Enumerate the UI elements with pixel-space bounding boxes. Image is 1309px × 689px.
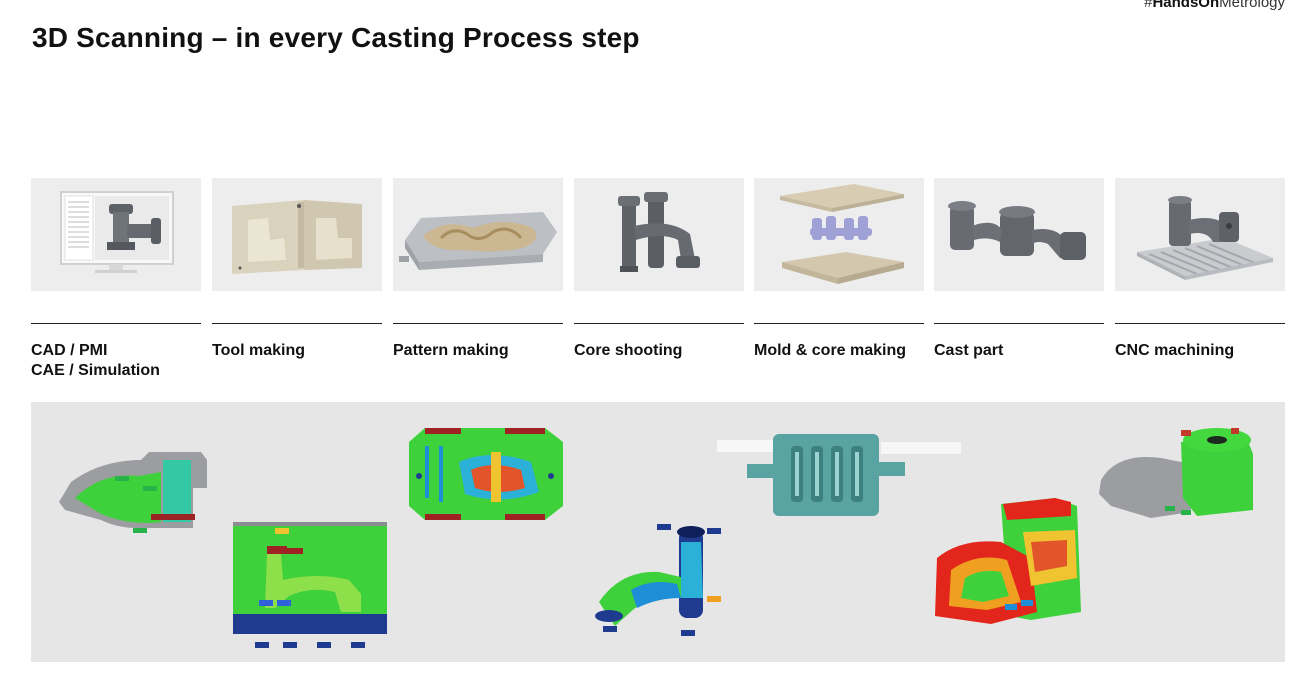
deviation-map-cast-part-image bbox=[935, 498, 1081, 624]
divider bbox=[31, 323, 201, 324]
process-step-core-shooting: Core shooting bbox=[574, 178, 744, 361]
step-label: Core shooting bbox=[574, 342, 683, 359]
process-step-tool-making: Tool making bbox=[212, 178, 382, 361]
process-step-pattern-making: Pattern making bbox=[393, 178, 563, 361]
deviation-map-pattern-image bbox=[409, 428, 563, 520]
tool-mold-icon bbox=[212, 178, 382, 291]
divider bbox=[754, 323, 924, 324]
process-step-cad: CAD / PMI CAE / Simulation bbox=[31, 178, 201, 381]
divider bbox=[1115, 323, 1285, 324]
core-icon bbox=[574, 178, 744, 291]
cnc-fixture-icon bbox=[1115, 178, 1285, 291]
step-label: Cast part bbox=[934, 342, 1004, 359]
process-step-cnc-machining: CNC machining bbox=[1115, 178, 1285, 361]
page-title: 3D Scanning – in every Casting Process s… bbox=[32, 22, 640, 53]
deviation-map-cnc-image bbox=[1099, 428, 1253, 518]
divider bbox=[574, 323, 744, 324]
step-label: Mold & core making bbox=[754, 342, 907, 359]
cast-part-icon bbox=[934, 178, 1104, 291]
deviation-map-core-image bbox=[595, 524, 721, 636]
step-label: Tool making bbox=[212, 342, 306, 359]
cad-monitor-icon bbox=[31, 178, 201, 291]
divider bbox=[934, 323, 1104, 324]
deviation-map-tool-image bbox=[233, 522, 387, 648]
process-step-mold-core-making: Mold & core making bbox=[754, 178, 924, 361]
brand-hashtag: #HandsOnMetrology bbox=[1144, 0, 1285, 11]
scan-results-panel bbox=[31, 402, 1285, 662]
deviation-map-housing-image bbox=[59, 452, 207, 533]
divider bbox=[212, 323, 382, 324]
deviation-map-mold-image bbox=[717, 434, 961, 516]
divider bbox=[393, 323, 563, 324]
mold-core-icon bbox=[754, 178, 924, 291]
process-step-cast-part: Cast part bbox=[934, 178, 1104, 361]
pattern-plate-icon bbox=[393, 178, 563, 291]
step-label: Pattern making bbox=[393, 342, 509, 359]
step-label: CNC machining bbox=[1115, 342, 1235, 359]
step-label: CAD / PMI CAE / Simulation bbox=[31, 342, 160, 379]
